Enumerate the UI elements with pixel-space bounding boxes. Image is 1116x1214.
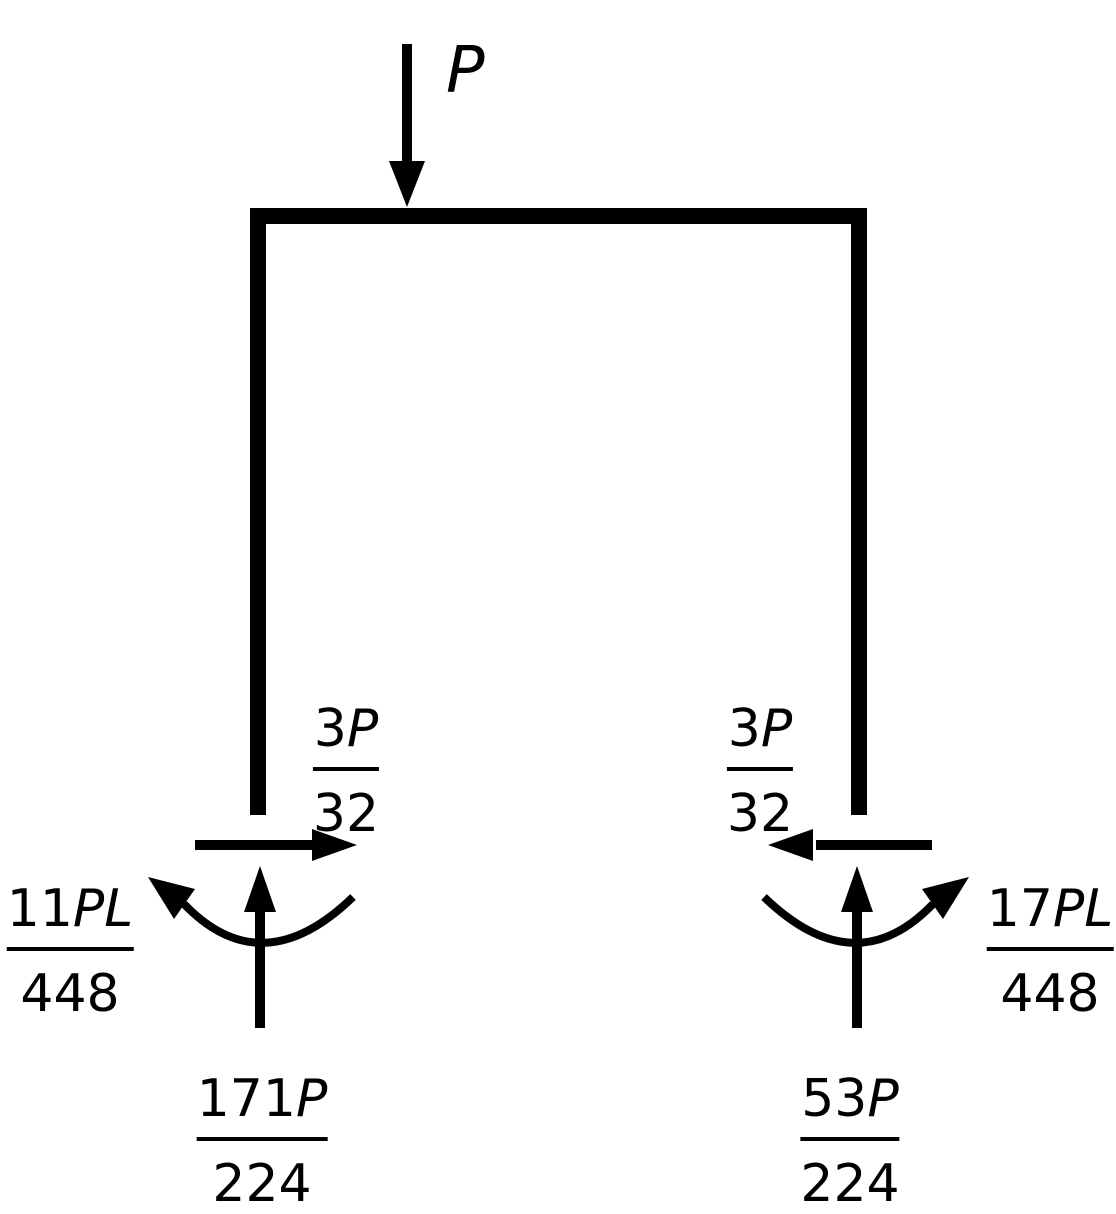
fraction-numerator: 11PL (7, 880, 134, 938)
fraction-bar (726, 767, 794, 771)
left-vertical-reaction-arrowhead (244, 866, 276, 912)
fraction-denominator: 448 (20, 964, 120, 1024)
right-vertical-reaction-label: 53P 224 (800, 1070, 900, 1214)
right-moment-arrowhead (922, 877, 969, 919)
left-moment-arrowhead (148, 877, 195, 919)
right-horizontal-reaction-label: 3P 32 (726, 700, 794, 844)
fraction-numerator: 3P (727, 700, 793, 758)
fraction-numerator: 3P (313, 700, 379, 758)
numerator-variable: P (346, 699, 379, 759)
fraction-bar (986, 947, 1114, 951)
fraction-denominator: 448 (1000, 964, 1100, 1024)
right-moment-arc (761, 877, 969, 947)
fraction-denominator: 224 (800, 1154, 900, 1214)
left-moment-label: 11PL 448 (6, 880, 134, 1024)
left-moment-arc (148, 877, 356, 947)
numerator-coefficient: 53 (801, 1069, 868, 1129)
numerator-coefficient: 11 (6, 879, 73, 939)
numerator-variable: P (760, 699, 793, 759)
fraction-denominator: 32 (312, 784, 380, 844)
numerator-coefficient: 3 (313, 699, 347, 759)
right-vertical-reaction-arrow (841, 866, 873, 1028)
portal-frame (250, 208, 867, 815)
right-moment-arc-curve (761, 894, 936, 947)
numerator-variable: P (867, 1069, 899, 1129)
right-horizontal-reaction-arrow (768, 829, 932, 861)
fraction-bar (196, 1137, 328, 1141)
fraction-bar (800, 1137, 900, 1141)
numerator-variable: PL (72, 879, 134, 939)
numerator-coefficient: 3 (727, 699, 761, 759)
right-horizontal-reaction-arrowhead (768, 829, 813, 861)
fraction-denominator: 32 (726, 784, 794, 844)
fraction-bar (6, 947, 134, 951)
applied-load-arrow (389, 44, 425, 207)
left-horizontal-reaction-arrowhead (312, 829, 357, 861)
left-horizontal-reaction-label: 3P 32 (312, 700, 380, 844)
fraction-denominator: 224 (212, 1154, 312, 1214)
left-horizontal-reaction-arrow (195, 829, 357, 861)
left-vertical-reaction-arrow (244, 866, 276, 1028)
fraction-numerator: 17PL (987, 880, 1114, 938)
numerator-coefficient: 17 (986, 879, 1053, 939)
right-vertical-reaction-arrowhead (841, 866, 873, 912)
applied-load-label: P (446, 34, 485, 108)
left-vertical-reaction-label: 171P 224 (196, 1070, 328, 1214)
right-moment-label: 17PL 448 (986, 880, 1114, 1024)
numerator-variable: PL (1052, 879, 1114, 939)
applied-load-arrowhead (389, 161, 425, 207)
fraction-numerator: 171P (197, 1070, 328, 1128)
numerator-coefficient: 171 (196, 1069, 296, 1129)
left-moment-arc-curve (181, 894, 356, 947)
fraction-numerator: 53P (800, 1070, 899, 1128)
numerator-variable: P (295, 1069, 328, 1129)
fraction-bar (312, 767, 380, 771)
